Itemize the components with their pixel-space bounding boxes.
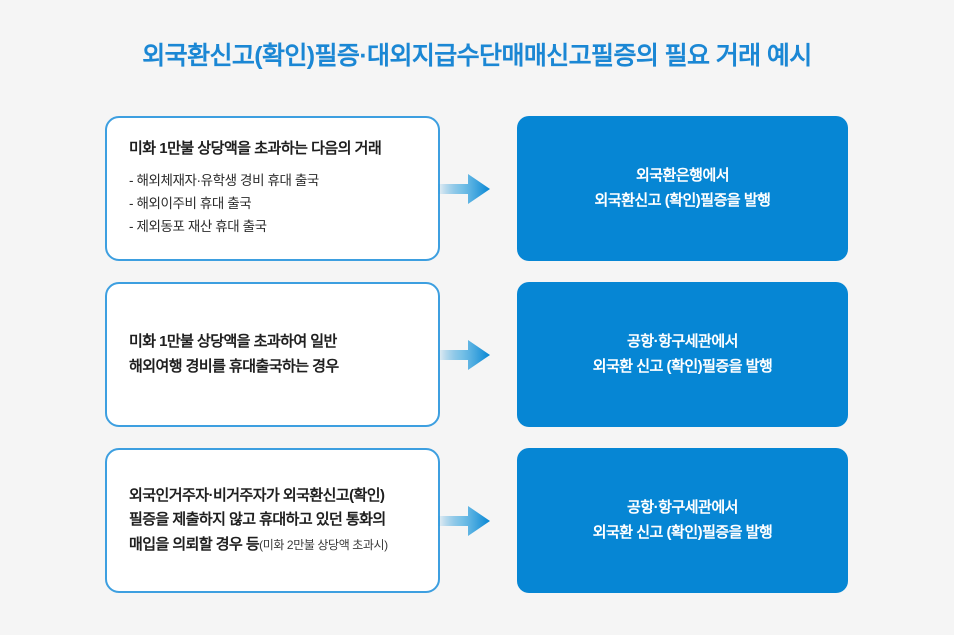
- result-line: 외국환 신고 (확인)필증을 발행: [592, 523, 773, 541]
- condition-line: 외국인거주자·비거주자가 외국환신고(확인): [129, 487, 385, 505]
- condition-card: 미화 1만불 상당액을 초과하여 일반 해외여행 경비를 휴대출국하는 경우: [105, 282, 440, 427]
- list-item: - 해외체재자·유학생 경비 휴대 출국: [129, 173, 319, 189]
- condition-note: (미화 2만불 상당액 초과시): [259, 537, 388, 552]
- flow-row: 미화 1만불 상당액을 초과하여 일반 해외여행 경비를 휴대출국하는 경우: [0, 282, 954, 427]
- result-card: 외국환은행에서 외국환신고 (확인)필증을 발행: [517, 116, 848, 261]
- arrow-right-icon: [438, 504, 490, 538]
- result-line: 외국환은행에서: [635, 167, 730, 185]
- condition-line-with-note: 매입을 의뢰할 경우 등(미화 2만불 상당액 초과시): [129, 533, 418, 557]
- arrow-right-icon: [438, 172, 490, 206]
- condition-line: 해외여행 경비를 휴대출국하는 경우: [129, 357, 339, 375]
- condition-line: 미화 1만불 상당액을 초과하여 일반: [129, 333, 337, 351]
- condition-body: 외국인거주자·비거주자가 외국환신고(확인) 필증을 제출하지 않고 휴대하고 …: [129, 484, 418, 557]
- condition-body: 미화 1만불 상당액을 초과하여 일반 해외여행 경비를 휴대출국하는 경우: [129, 330, 418, 379]
- result-card: 공항·항구세관에서 외국환 신고 (확인)필증을 발행: [517, 282, 848, 427]
- condition-line: 필증을 제출하지 않고 휴대하고 있던 통화의: [129, 511, 386, 529]
- result-line: 공항·항구세관에서: [627, 333, 738, 351]
- page-title: 외국환신고(확인)필증·대외지급수단매매신고필증의 필요 거래 예시: [142, 42, 812, 70]
- flow-rows: 미화 1만불 상당액을 초과하는 다음의 거래 - 해외체재자·유학생 경비 휴…: [0, 116, 954, 593]
- result-line: 외국환신고 (확인)필증을 발행: [594, 191, 771, 209]
- condition-headline: 미화 1만불 상당액을 초과하는 다음의 거래: [129, 140, 382, 158]
- arrow-right-icon: [438, 338, 490, 372]
- condition-card: 외국인거주자·비거주자가 외국환신고(확인) 필증을 제출하지 않고 휴대하고 …: [105, 448, 440, 593]
- result-line: 공항·항구세관에서: [627, 499, 738, 517]
- flow-row: 미화 1만불 상당액을 초과하는 다음의 거래 - 해외체재자·유학생 경비 휴…: [0, 116, 954, 261]
- page-title-container: 외국환신고(확인)필증·대외지급수단매매신고필증의 필요 거래 예시: [0, 40, 954, 73]
- condition-bullet-list: - 해외체재자·유학생 경비 휴대 출국 - 해외이주비 휴대 출국 - 제외동…: [129, 169, 418, 239]
- condition-card: 미화 1만불 상당액을 초과하는 다음의 거래 - 해외체재자·유학생 경비 휴…: [105, 116, 440, 261]
- result-line: 외국환 신고 (확인)필증을 발행: [592, 357, 773, 375]
- condition-line-text: 매입을 의뢰할 경우 등: [129, 535, 260, 553]
- flow-row: 외국인거주자·비거주자가 외국환신고(확인) 필증을 제출하지 않고 휴대하고 …: [0, 448, 954, 593]
- list-item: - 제외동포 재산 휴대 출국: [129, 219, 267, 235]
- list-item: - 해외이주비 휴대 출국: [129, 196, 252, 212]
- result-card: 공항·항구세관에서 외국환 신고 (확인)필증을 발행: [517, 448, 848, 593]
